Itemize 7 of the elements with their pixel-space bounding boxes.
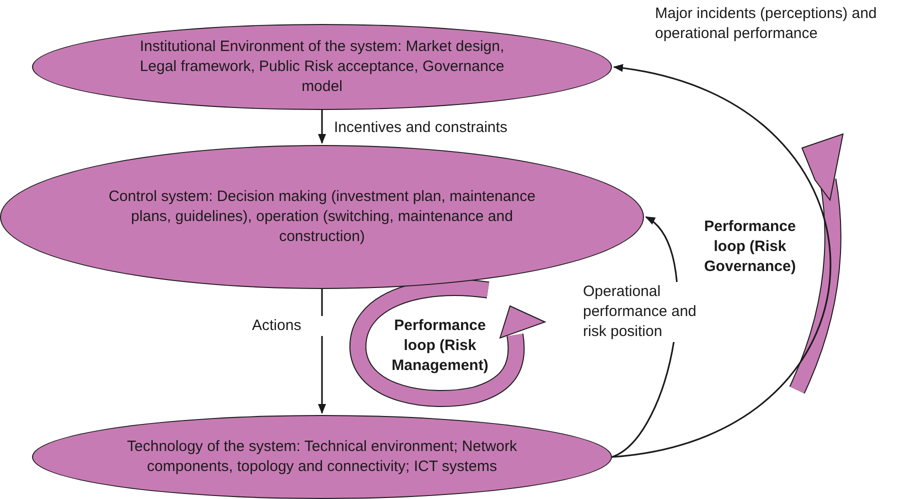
node-text: Institutional Environment of the system: Market design, Legal framework, Public Risk acceptance, Governance model bbox=[138, 37, 506, 97]
arrow bbox=[612, 64, 832, 458]
node-text: Control system: Decision making (investment plan, maintenance plans, guidelines), operation (switching, maintenance and construction) bbox=[108, 187, 536, 247]
node-text: Technology of the system: Technical environment; Network components, topology and connectivity; ICT systems bbox=[126, 437, 518, 477]
loop-label: Performance loop (Risk Governance) bbox=[703, 217, 797, 277]
loop-label: Performance loop (Risk Management) bbox=[390, 316, 490, 376]
arrow bbox=[318, 110, 326, 144]
